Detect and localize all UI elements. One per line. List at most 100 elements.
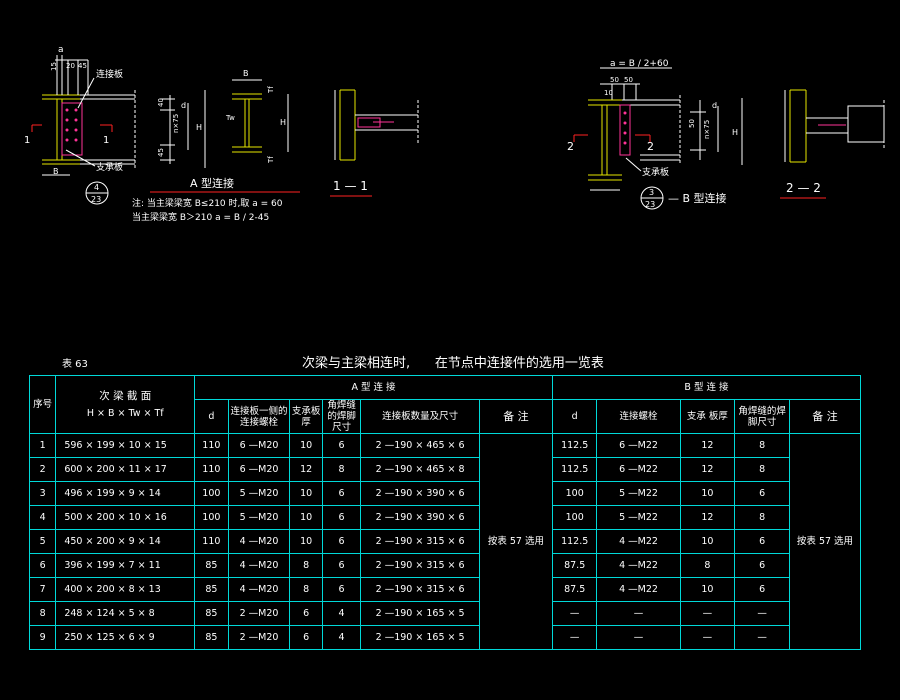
section-1-1: 1 — 1 — [330, 89, 419, 197]
header-a-weld: 角焊缝的焊脚尺寸 — [321, 399, 362, 434]
cell-section: 400 × 200 × 8 × 13 — [55, 577, 196, 602]
note-b-cell: 按表 57 选用 — [788, 433, 862, 650]
detail-symbol-a: 4 23 — [85, 181, 109, 205]
table-header-row-2: d 连接板一侧的连接螺栓 支承板厚 角焊缝的焊脚尺寸 连接板数量及尺寸 备 注 … — [30, 399, 862, 434]
cell-bbolt: — — [596, 625, 681, 650]
cell-aplate: 2 —190 × 165 × 5 — [360, 601, 480, 626]
cell-bbolt: 4 —M22 — [596, 577, 681, 602]
dim-vert-b-1: n×75 — [703, 120, 711, 139]
i-section-Tf: Tf — [267, 86, 275, 94]
cell-aplate: 2 —190 × 315 × 6 — [360, 577, 480, 602]
cell-bsup: 12 — [679, 505, 736, 530]
cell-section: 396 × 199 × 7 × 11 — [55, 553, 196, 578]
cell-bweld: 6 — [734, 553, 790, 578]
cell-asup: 10 — [289, 481, 323, 506]
section-2-2-label: 2 — 2 — [786, 181, 821, 195]
cell-ad: 110 — [194, 457, 229, 482]
header-b-bolts: 连接螺栓 — [596, 399, 681, 434]
cell-aweld: 8 — [321, 457, 362, 482]
header-a-support: 支承板厚 — [289, 399, 323, 434]
selection-table: 序号 次 梁 截 面 H × B × Tw × Tf A 型 连 接 B 型 连… — [28, 375, 862, 650]
cell-seq: 7 — [28, 577, 57, 602]
dim-vert-a-0: 40 — [157, 98, 165, 107]
cell-aweld: 6 — [321, 505, 362, 530]
header-a-d: d — [194, 399, 229, 434]
cell-bweld: 8 — [734, 505, 790, 530]
detail-a-note-1: 注: 当主梁梁宽 B≤210 时,取 a = 60 — [132, 197, 283, 209]
detail-a: a 15 20 45 连接板 支承板 40 n×75 45 d H B 1 1 — [24, 45, 300, 223]
dim-top-a-0: 15 — [50, 62, 58, 71]
cell-bweld: — — [734, 625, 790, 650]
dim-top-a-2: 45 — [78, 62, 87, 70]
bolt-holes-a — [65, 108, 78, 142]
support-plate-label-a: 支承板 — [96, 161, 123, 173]
connect-plate-b — [619, 104, 631, 156]
i-section-Tw: Tw — [225, 114, 235, 122]
cell-bbolt: — — [596, 601, 681, 626]
detail-symbol-b: 3 23 — [640, 186, 664, 210]
table-number: 表 63 — [62, 359, 88, 370]
cell-aplate: 2 —190 × 315 × 6 — [360, 529, 480, 554]
cell-bsup: 10 — [679, 481, 736, 506]
i-section-Tf-bottom: Tf — [267, 156, 275, 164]
cell-ad: 85 — [194, 601, 229, 626]
header-group-a: A 型 连 接 — [194, 375, 553, 400]
detail-symbol-a-bottom: 23 — [91, 195, 101, 204]
connect-plate-a — [61, 102, 83, 156]
header-b-note: 备 注 — [788, 399, 862, 434]
header-section: 次 梁 截 面 H × B × Tw × Tf — [55, 375, 196, 434]
cell-asup: 6 — [289, 625, 323, 650]
cell-aplate: 2 —190 × 465 × 6 — [360, 433, 480, 458]
cell-bd: — — [551, 625, 598, 650]
cell-abolt: 2 —M20 — [227, 601, 291, 626]
cad-drawing: a 15 20 45 连接板 支承板 40 n×75 45 d H B 1 1 — [24, 45, 885, 223]
cell-aweld: 6 — [321, 553, 362, 578]
detail-b-caption: — B 型连接 — [668, 191, 727, 205]
cell-bsup: — — [679, 601, 736, 626]
cell-aplate: 2 —190 × 390 × 6 — [360, 505, 480, 530]
cell-asup: 8 — [289, 577, 323, 602]
i-section-B: B — [243, 69, 249, 78]
cell-aplate: 2 —190 × 465 × 8 — [360, 457, 480, 482]
dims-vert-a — [160, 90, 206, 168]
cell-bbolt: 5 —M22 — [596, 481, 681, 506]
cell-bd: — — [551, 601, 598, 626]
dim-H-b: H — [732, 128, 738, 137]
dim-vert-b-0: 50 — [688, 119, 696, 128]
cell-bd: 100 — [551, 505, 598, 530]
cell-bsup: 12 — [679, 433, 736, 458]
cell-seq: 3 — [28, 481, 57, 506]
cell-bd: 112.5 — [551, 433, 598, 458]
cell-aweld: 6 — [321, 577, 362, 602]
cell-bweld: 8 — [734, 433, 790, 458]
section-2-2: 2 — 2 — [780, 89, 885, 199]
cell-asup: 6 — [289, 601, 323, 626]
dim-a-b: a = B / 2+60 — [610, 59, 669, 69]
cell-bsup: — — [679, 625, 736, 650]
cell-bbolt: 6 —M22 — [596, 433, 681, 458]
cell-bweld: 8 — [734, 457, 790, 482]
cell-ad: 110 — [194, 433, 229, 458]
dim-top-b-0: 50 — [610, 76, 619, 84]
dim-vert-a-1: n×75 — [172, 114, 180, 133]
cell-aweld: 6 — [321, 481, 362, 506]
cell-asup: 10 — [289, 505, 323, 530]
cell-bbolt: 6 —M22 — [596, 457, 681, 482]
dim-vert-a-2: 45 — [157, 148, 165, 157]
cell-seq: 2 — [28, 457, 57, 482]
cell-abolt: 4 —M20 — [227, 529, 291, 554]
header-a-plate: 连接板数量及尺寸 — [360, 399, 480, 434]
cell-abolt: 2 —M20 — [227, 625, 291, 650]
table-title: 次梁与主梁相连时, 在节点中连接件的选用一览表 — [302, 356, 604, 371]
cell-bbolt: 4 —M22 — [596, 529, 681, 554]
cell-section: 500 × 200 × 10 × 16 — [55, 505, 196, 530]
cell-seq: 6 — [28, 553, 57, 578]
cell-asup: 12 — [289, 457, 323, 482]
cell-bsup: 8 — [679, 553, 736, 578]
cell-aweld: 6 — [321, 433, 362, 458]
